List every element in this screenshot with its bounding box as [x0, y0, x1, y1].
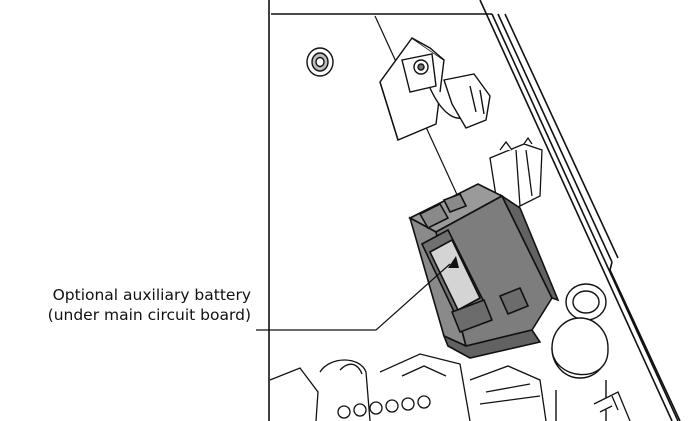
grommet: [306, 47, 334, 77]
lower-components: [269, 353, 631, 421]
callout-line-2: (under main circuit board): [47, 306, 251, 324]
callout-label: Optional auxiliary battery (under main c…: [48, 285, 251, 325]
capacitor: [551, 283, 609, 421]
enclosure-frame: [268, 0, 681, 421]
connector-pins: [489, 136, 543, 213]
terminal-block: [379, 37, 491, 141]
callout-line-1: Optional auxiliary battery: [52, 286, 251, 304]
auxiliary-battery: [408, 183, 560, 359]
callout-leader: [256, 263, 451, 331]
